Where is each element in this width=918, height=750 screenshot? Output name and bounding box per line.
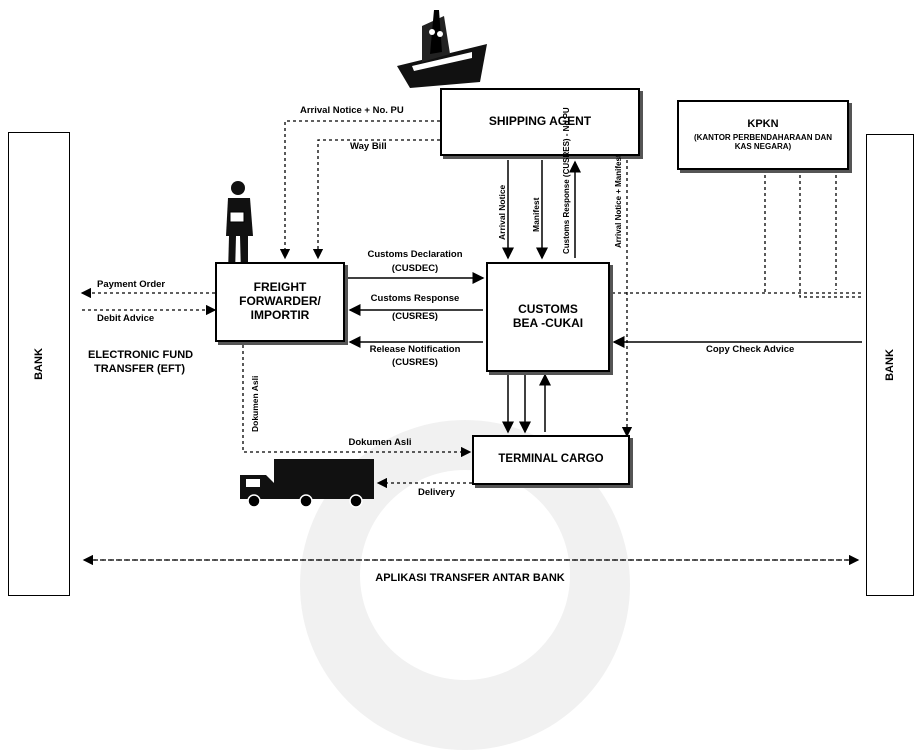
flow-label-debit-advice: Debit Advice: [97, 314, 154, 324]
truck-icon: [236, 455, 376, 509]
flow-label-payment-order: Payment Order: [97, 280, 165, 290]
flow-label-cusres: (CUSRES): [392, 312, 438, 322]
freight-forwarder-node: FREIGHT FORWARDER/ IMPORTIR: [215, 262, 345, 342]
flow-label-dokumen-asli-vertical: Dokumen Asli: [250, 376, 260, 432]
bank-right: BANK: [866, 134, 914, 596]
shipping-agent-node: SHIPPING AGENT: [440, 88, 640, 156]
freight-forwarder-label-1: FREIGHT: [254, 281, 307, 295]
terminal-cargo-label: TERMINAL CARGO: [498, 453, 603, 466]
kpkn-subtitle: (KANTOR PERBENDAHARAAN DAN KAS NEGARA): [688, 133, 838, 151]
terminal-cargo-node: TERMINAL CARGO: [472, 435, 630, 485]
flow-label-delivery: Delivery: [418, 488, 455, 498]
ship-icon: [392, 4, 492, 94]
freight-forwarder-label-2: FORWARDER/: [239, 295, 321, 309]
bank-left-label: BANK: [33, 348, 45, 380]
bank-right-label: BANK: [884, 349, 896, 381]
flow-label-customs-declaration: Customs Declaration: [367, 250, 462, 260]
freight-forwarder-label-3: IMPORTIR: [251, 309, 310, 323]
shipping-agent-label: SHIPPING AGENT: [489, 115, 591, 129]
flow-label-cusdec: (CUSDEC): [392, 264, 438, 274]
eft-label-line-1: ELECTRONIC FUND: [88, 349, 193, 361]
bank-left: BANK: [8, 132, 70, 596]
flow-label-dokumen-asli: Dokumen Asli: [349, 438, 412, 448]
flow-label-customs-response-no-pu: Customs Response (CUSRES) - No PU: [562, 107, 571, 254]
eft-label-line-2: TRANSFER (EFT): [94, 363, 185, 375]
flow-label-arrival-notice-no-pu: Arrival Notice + No. PU: [300, 106, 404, 116]
flow-label-arrival-notice: Arrival Notice: [497, 185, 507, 240]
kpkn-title: KPKN: [747, 118, 778, 131]
diagram-canvas: BANK BANK SHIPPING AGENT KPKN (KANTOR PE…: [0, 0, 918, 602]
flow-label-way-bill: Way Bill: [350, 142, 387, 152]
flow-label-arrival-notice-manifest: Arrival Notice + Manifest: [614, 154, 623, 248]
flow-label-copy-check-advice: Copy Check Advice: [706, 345, 794, 355]
flow-label-cusres-2: (CUSRES): [392, 358, 438, 368]
customs-label-1: CUSTOMS: [518, 303, 578, 317]
flow-label-aplikasi-transfer: APLIKASI TRANSFER ANTAR BANK: [375, 572, 564, 584]
flow-label-manifest: Manifest: [531, 198, 541, 232]
kpkn-node: KPKN (KANTOR PERBENDAHARAAN DAN KAS NEGA…: [677, 100, 849, 170]
flow-label-release-notification: Release Notification: [370, 345, 461, 355]
customs-node: CUSTOMS BEA -CUKAI: [486, 262, 610, 372]
flow-label-customs-response: Customs Response: [371, 294, 460, 304]
customs-label-2: BEA -CUKAI: [513, 317, 583, 331]
